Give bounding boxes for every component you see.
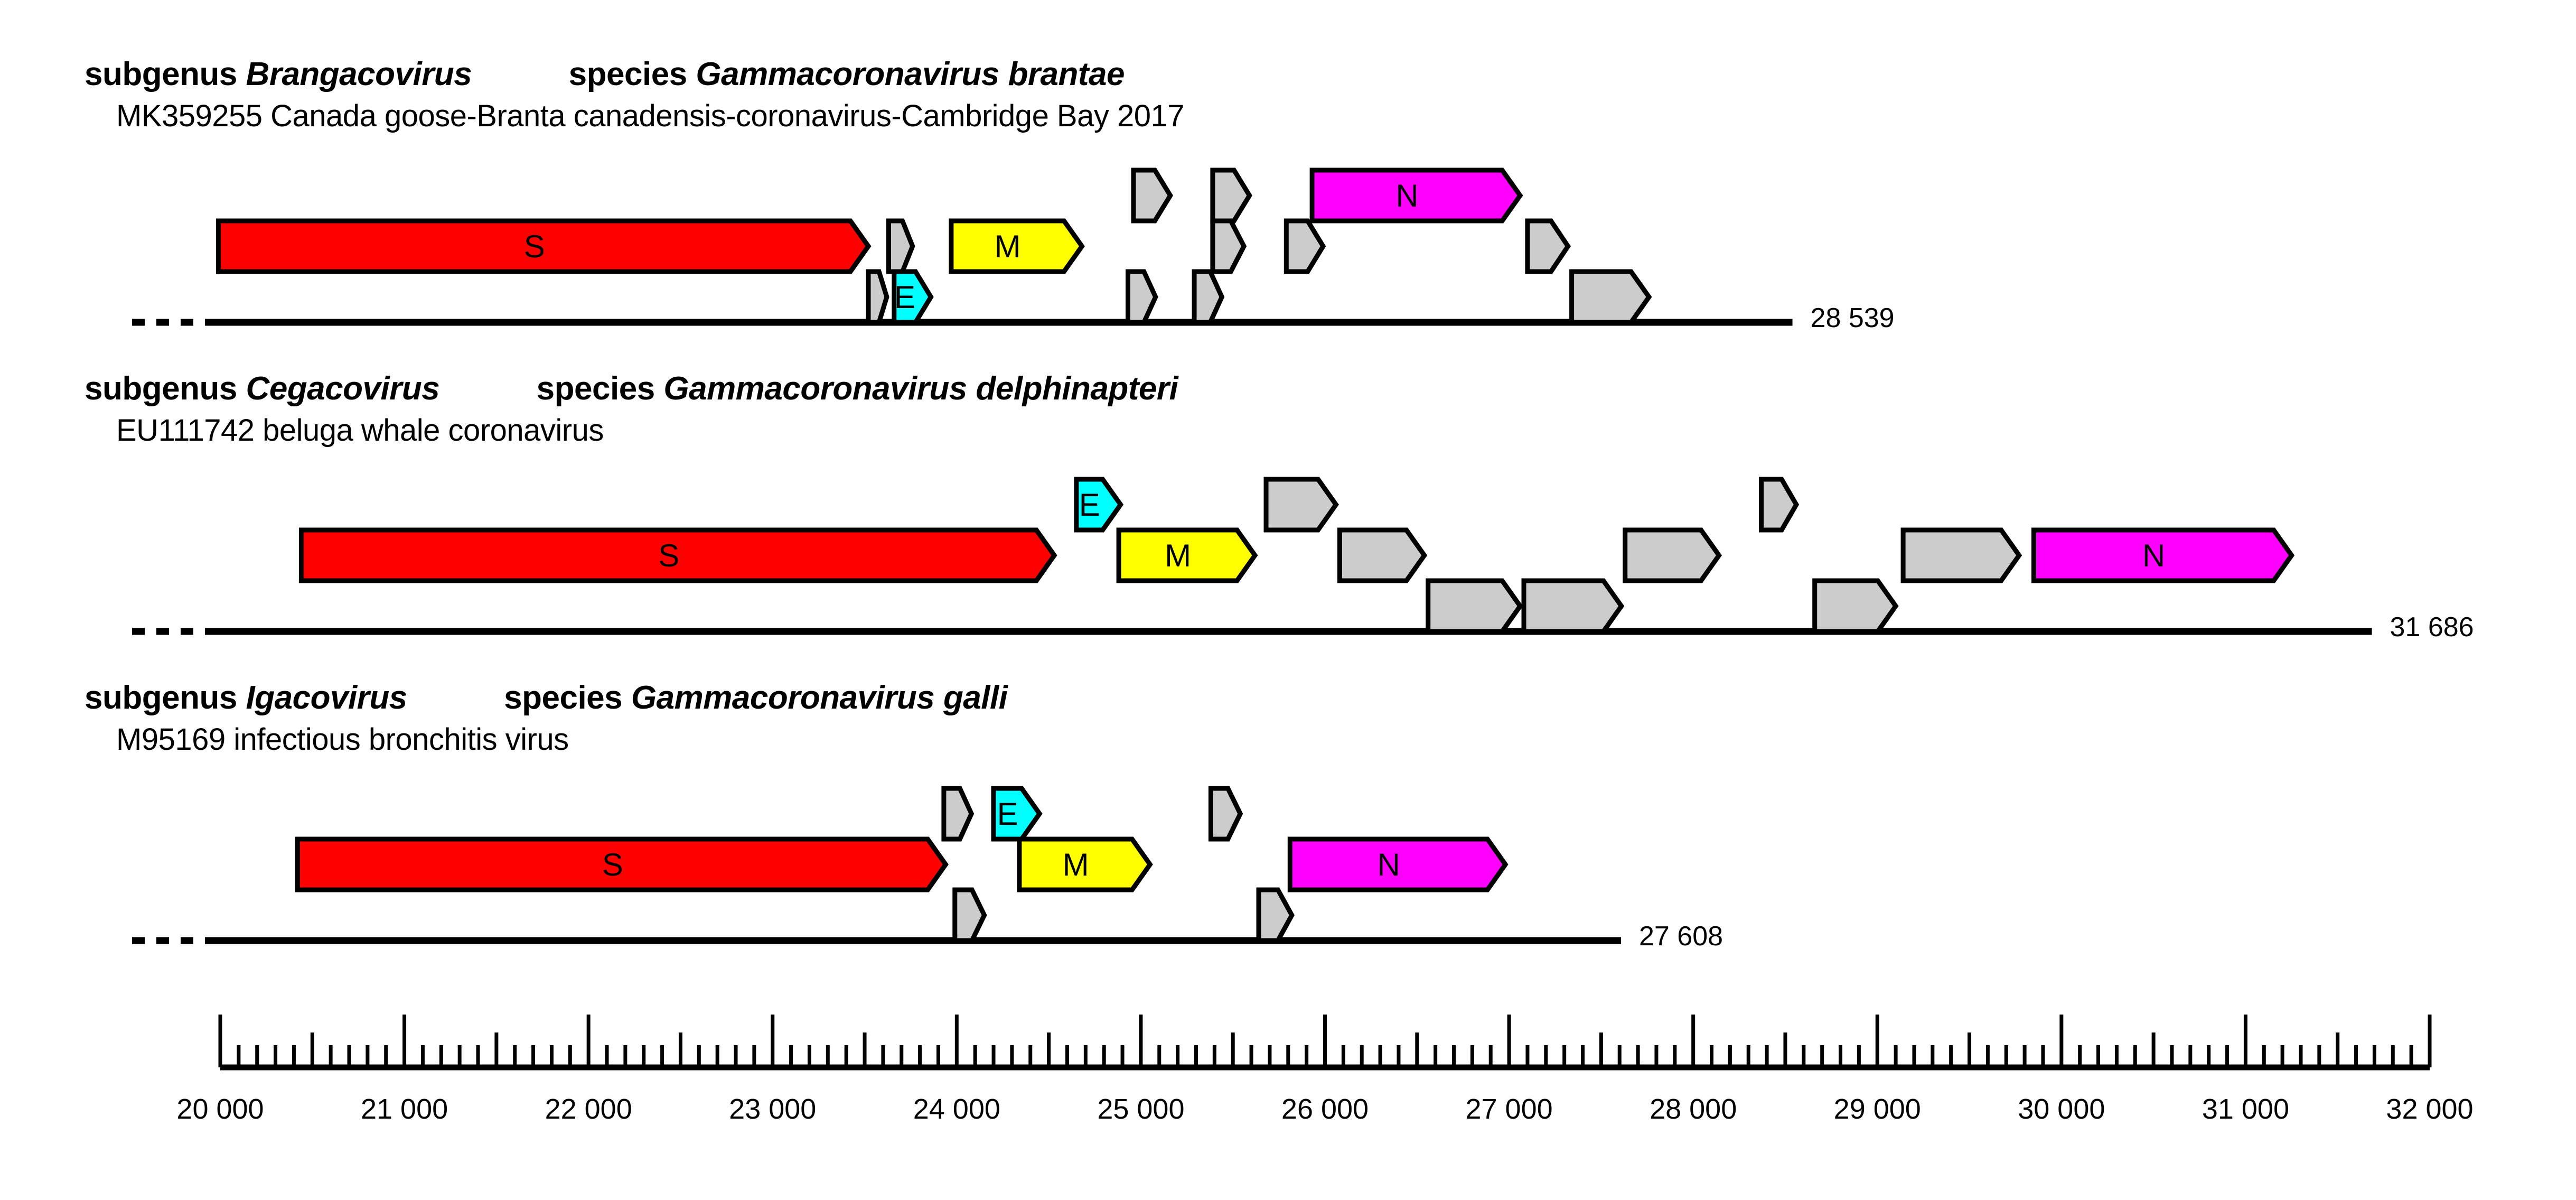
orf-arrow: [1759, 477, 1800, 533]
ruler-tick-label: 27 000: [1465, 1093, 1553, 1125]
orf-arrow: [1812, 578, 1899, 634]
gene-arrow-E: [892, 269, 934, 325]
gene-arrow-M: [1017, 836, 1153, 892]
orf-arrow: [1623, 527, 1722, 583]
orf-arrow: [952, 887, 987, 943]
gene-arrow-N: [1309, 168, 1523, 224]
gene-label-N: N: [2142, 538, 2165, 573]
track-2-accession: EU111742 beluga whale coronavirus: [116, 413, 604, 448]
ruler-tick-label: 26 000: [1281, 1093, 1369, 1125]
gene-label-M: M: [995, 229, 1021, 264]
orf-arrow: [1337, 527, 1428, 583]
track-3-accession: M95169 infectious bronchitis virus: [116, 722, 569, 757]
gene-arrow-M: [949, 218, 1085, 274]
subgenus-prefix-1: subgenus: [85, 56, 237, 92]
gene-label-M: M: [1063, 847, 1089, 882]
ruler-tick-label: 31 000: [2202, 1093, 2289, 1125]
species-prefix-3: species: [504, 680, 623, 716]
gene-label-N: N: [1378, 847, 1400, 882]
orf-arrow: [1192, 269, 1225, 325]
ruler-tick-label: 20 000: [176, 1093, 264, 1125]
gene-arrow-S: [295, 836, 949, 892]
gene-label-E: E: [894, 280, 915, 315]
orf-arrow: [866, 269, 889, 325]
gene-arrow-E: [991, 786, 1043, 842]
orf-arrow: [1569, 269, 1652, 325]
track-2-taxon-line: subgenus Cegacovirus species Gammacorona…: [85, 370, 1178, 407]
species-prefix-1: species: [568, 56, 688, 92]
orf-arrow: [1208, 786, 1243, 842]
orf-arrow: [1521, 578, 1625, 634]
gene-arrow-M: [1116, 527, 1258, 583]
ruler-tick-label: 28 000: [1650, 1093, 1737, 1125]
ruler-tick-label: 32 000: [2386, 1093, 2474, 1125]
subgenus-name-2: Cegacovirus: [246, 370, 440, 407]
orf-arrow: [1525, 218, 1571, 274]
track-header-2: subgenus Cegacovirus species Gammacorona…: [85, 370, 1178, 448]
gene-label-E: E: [1079, 487, 1100, 523]
ruler-tick-label: 25 000: [1097, 1093, 1185, 1125]
subgenus-prefix-3: subgenus: [85, 680, 237, 716]
gene-arrow-N: [2031, 527, 2295, 583]
ruler-tick-label: 21 000: [360, 1093, 448, 1125]
gene-label-S: S: [658, 538, 679, 573]
genome-length-label: 27 608: [1639, 921, 1723, 952]
subgenus-prefix-2: subgenus: [85, 370, 237, 407]
gene-arrow-N: [1287, 836, 1509, 892]
ruler-tick-label: 22 000: [545, 1093, 632, 1125]
orf-arrow: [1131, 168, 1173, 224]
gene-arrow-S: [298, 527, 1057, 583]
orf-arrow: [941, 786, 975, 842]
track-header-3: subgenus Igacovirus species Gammacoronav…: [85, 679, 1008, 757]
species-name-3: Gammacoronavirus galli: [631, 680, 1008, 716]
species-prefix-2: species: [536, 370, 655, 407]
genome-length-label: 28 539: [1810, 303, 1895, 333]
gene-label-S: S: [524, 229, 545, 264]
orf-arrow: [1210, 218, 1247, 274]
gene-label-S: S: [602, 847, 623, 882]
ruler-tick-label: 23 000: [729, 1093, 817, 1125]
ruler-tick-label: 30 000: [2018, 1093, 2105, 1125]
ruler-tick-label: 24 000: [913, 1093, 1000, 1125]
orf-arrow: [1263, 477, 1339, 533]
track-1-accession: MK359255 Canada goose-Branta canadensis-…: [116, 99, 1185, 133]
species-name-2: Gammacoronavirus delphinapteri: [663, 370, 1178, 407]
gene-arrow-S: [216, 218, 872, 274]
orf-arrow: [1210, 168, 1252, 224]
gene-arrow-E: [1074, 477, 1124, 533]
gene-label-M: M: [1165, 538, 1191, 573]
genome-length-label: 31 686: [2390, 612, 2474, 643]
track-cegacovirus: S E M N: [132, 477, 2372, 635]
track-brangacovirus: S E M N: [132, 168, 1793, 326]
gene-label-N: N: [1395, 178, 1418, 213]
species-name-1: Gammacoronavirus brantae: [696, 56, 1125, 92]
ruler-tick-label: 29 000: [1833, 1093, 1921, 1125]
scale-ruler: [218, 1015, 2432, 1071]
track-3-taxon-line: subgenus Igacovirus species Gammacoronav…: [85, 679, 1008, 717]
track-1-taxon-line: subgenus Brangacovirus species Gammacoro…: [85, 55, 1184, 93]
subgenus-name-1: Brangacovirus: [246, 56, 472, 92]
gene-label-E: E: [997, 796, 1018, 832]
subgenus-name-3: Igacovirus: [246, 680, 408, 716]
orf-arrow: [1126, 269, 1158, 325]
orf-arrow: [1284, 218, 1326, 274]
orf-arrow: [1426, 578, 1523, 634]
track-igacovirus: S E M N: [132, 786, 1622, 944]
track-header-1: subgenus Brangacovirus species Gammacoro…: [85, 55, 1185, 134]
orf-arrow: [886, 218, 915, 274]
orf-arrow: [1900, 527, 2022, 583]
orf-arrow: [1256, 887, 1295, 943]
